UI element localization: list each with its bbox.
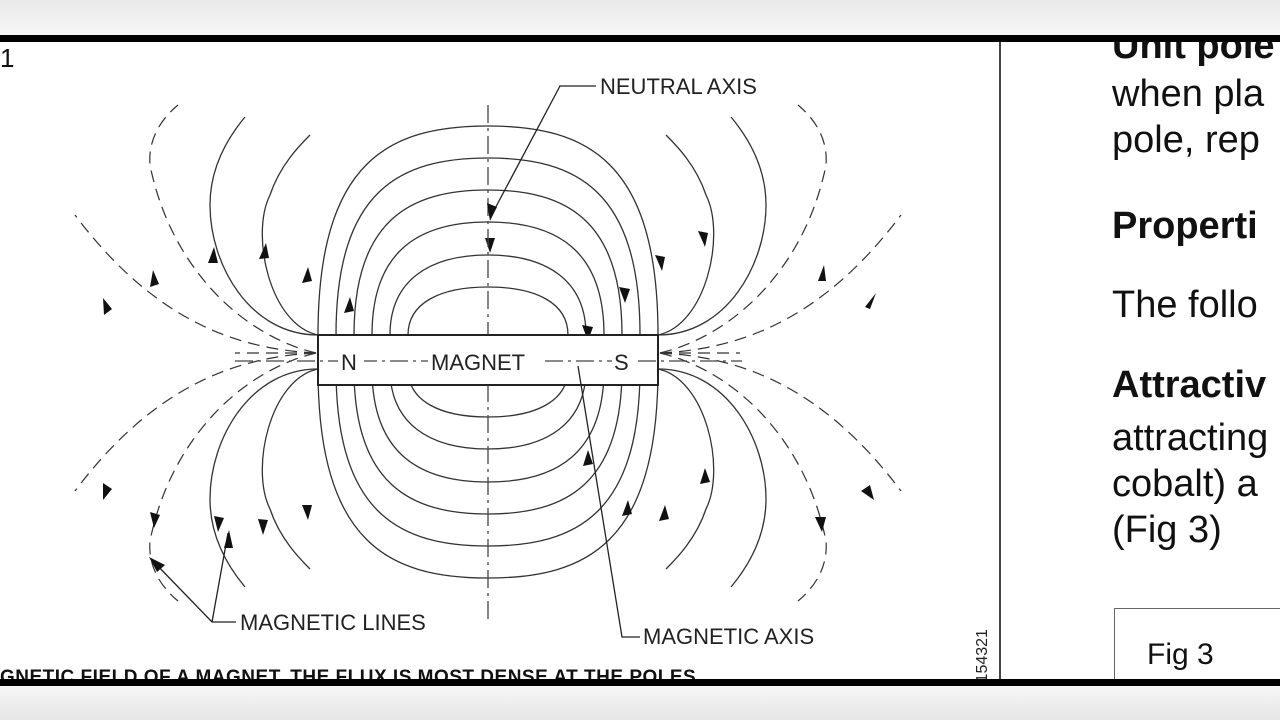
text-line-following: The follo xyxy=(1112,284,1258,326)
field-loop xyxy=(657,368,767,588)
magnetic-axis-label: MAGNETIC AXIS xyxy=(643,624,814,649)
south-pole-label: S xyxy=(614,350,629,375)
field-loop xyxy=(261,134,319,336)
frame-top-bar xyxy=(0,35,1280,42)
field-loop xyxy=(317,125,659,336)
magnetic-field-diagram: N MAGNET S NEUTRAL AXIS MAGNETIC LINES M… xyxy=(74,74,902,649)
slide-content: N MAGNET S NEUTRAL AXIS MAGNETIC LINES M… xyxy=(0,35,1280,686)
text-line-cobalt: cobalt) a xyxy=(1112,463,1258,505)
field-arrows xyxy=(103,231,876,535)
magnetic-lines-leader xyxy=(151,559,236,623)
page-number: 1 xyxy=(0,43,15,73)
fig3-label: Fig 3 xyxy=(1147,638,1214,671)
text-line-attracting: attracting xyxy=(1112,417,1269,459)
north-pole-label: N xyxy=(341,350,357,375)
top-shade xyxy=(0,0,1280,35)
magnetic-axis-leader xyxy=(577,365,640,638)
magnetic-lines-label: MAGNETIC LINES xyxy=(240,610,426,635)
field-loop xyxy=(407,286,569,336)
field-loop xyxy=(335,157,641,336)
attractive-heading: Attractiv xyxy=(1112,364,1267,406)
text-line-when-placed: when pla xyxy=(1112,73,1265,115)
magnet-label: MAGNET xyxy=(431,350,525,375)
field-loop xyxy=(657,116,767,336)
field-loop xyxy=(209,116,319,336)
field-loop xyxy=(657,368,715,570)
field-loop xyxy=(261,368,319,570)
field-lines-dashed xyxy=(74,104,902,602)
neutral-axis-label: NEUTRAL AXIS xyxy=(600,74,757,99)
fig3-box xyxy=(1114,608,1280,686)
frame-bottom-bar xyxy=(0,679,1280,686)
properties-heading: Properti xyxy=(1112,205,1258,247)
field-loop xyxy=(657,134,715,336)
field-lines-top xyxy=(209,116,767,336)
field-loop xyxy=(209,368,319,588)
bottom-shade xyxy=(0,686,1280,720)
column-divider xyxy=(999,42,1001,686)
text-line-fig3-ref: (Fig 3) xyxy=(1112,509,1222,551)
text-line-pole: pole, rep xyxy=(1112,119,1260,161)
neutral-axis-leader xyxy=(489,85,596,219)
